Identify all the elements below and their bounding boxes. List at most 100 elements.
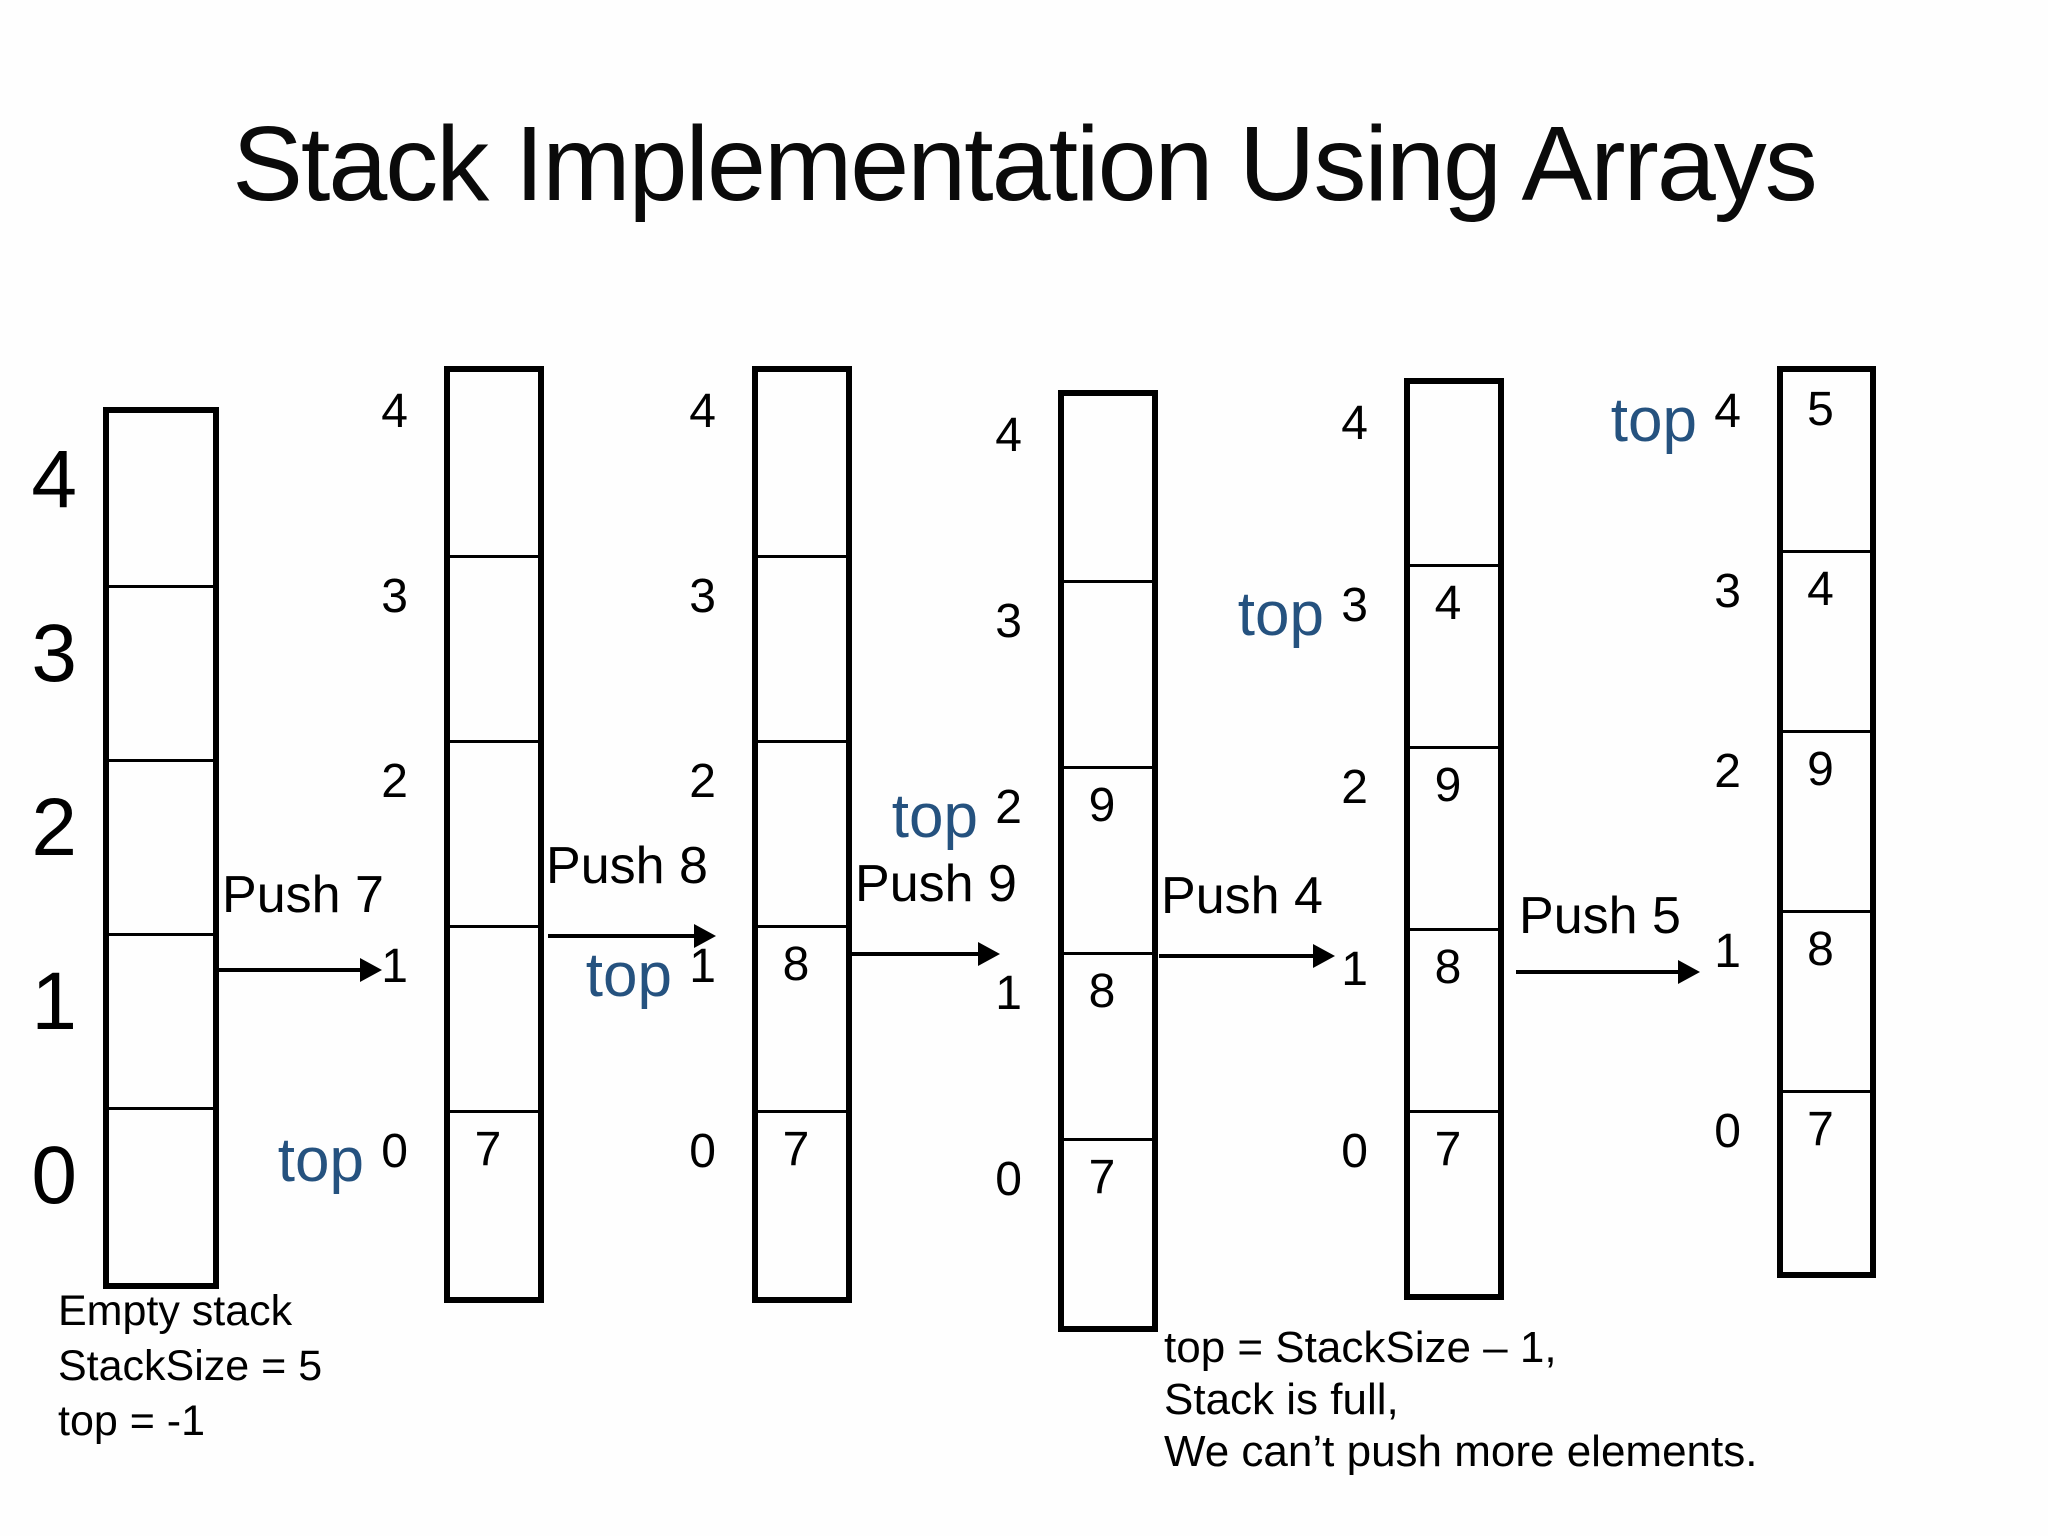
stack-6-cell-divider [1783, 910, 1870, 913]
push-arrow-line-3 [852, 952, 982, 956]
push-arrow-label-1: Push 7 [222, 866, 384, 924]
stack-3-index-label-0: 0 [689, 1125, 716, 1178]
caption-line: top = -1 [58, 1397, 206, 1445]
stack-6-index-label-0: 0 [1714, 1105, 1741, 1158]
push-arrow-label-4: Push 4 [1161, 867, 1323, 925]
push-arrow-label-5: Push 5 [1519, 887, 1681, 945]
caption-line: Stack is full, [1164, 1375, 1399, 1424]
stack-1-index-label-0: 0 [31, 1130, 77, 1221]
push-arrow-line-5 [1516, 970, 1682, 974]
array-stack-5 [1404, 378, 1504, 1300]
stack-6-cell-divider [1783, 730, 1870, 733]
push-arrow-label-3: Push 9 [855, 855, 1017, 913]
caption-line: Empty stack [58, 1287, 293, 1335]
stack-2-index-label-0: 0 [381, 1125, 408, 1178]
stack-5-cell-divider [1410, 1110, 1498, 1113]
stack-3-cell-divider [758, 740, 846, 743]
push-arrow-label-2: Push 8 [546, 837, 708, 895]
caption-line: top = StackSize – 1, [1164, 1323, 1557, 1372]
stack-5-index-label-4: 4 [1341, 397, 1368, 450]
stack-1-index-label-1: 1 [31, 956, 77, 1047]
stack-2-cell-divider [450, 1110, 538, 1113]
stack-3-index-label-2: 2 [689, 755, 716, 808]
stack-4-index-label-0: 0 [995, 1153, 1022, 1206]
stack-6-cell-2-value: 9 [1807, 743, 1834, 796]
slide-title: Stack Implementation Using Arrays [232, 105, 1818, 223]
stack-4-cell-divider [1064, 766, 1152, 769]
array-stack-3 [752, 366, 852, 1303]
stack-5-index-label-2: 2 [1341, 761, 1368, 814]
push-arrow-head-5 [1678, 960, 1700, 984]
stack-4-index-label-4: 4 [995, 409, 1022, 462]
stack-1-index-label-2: 2 [31, 782, 77, 873]
stack-3-index-label-4: 4 [689, 385, 716, 438]
full-stack-caption: top = StackSize – 1, Stack is full, We c… [1164, 1326, 1757, 1482]
stack-4-cell-divider [1064, 1138, 1152, 1141]
stack-6-cell-3-value: 4 [1807, 563, 1834, 616]
push-arrow-line-2 [548, 934, 698, 938]
stack-4-index-label-3: 3 [995, 595, 1022, 648]
stack-1-index-label-3: 3 [31, 608, 77, 699]
push-arrow-head-1 [360, 958, 382, 982]
stack-2-cell-divider [450, 740, 538, 743]
stack-5-cell-0-value: 7 [1434, 1123, 1462, 1176]
stack-2-index-label-3: 3 [381, 570, 408, 623]
push-arrow-head-2 [694, 924, 716, 948]
stack-6-index-label-2: 2 [1714, 745, 1741, 798]
stack-2-index-label-2: 2 [381, 755, 408, 808]
stack-3-cell-0-value: 7 [782, 1123, 810, 1176]
stack-2-cell-0-value: 7 [474, 1123, 502, 1176]
stack-6-index-label-1: 1 [1714, 925, 1741, 978]
stack-2-index-label-4: 4 [381, 385, 408, 438]
stack-5-index-label-1: 1 [1341, 943, 1368, 996]
array-stack-1 [103, 407, 219, 1289]
stack-4-cell-2-value: 9 [1088, 779, 1116, 832]
stack-5-cell-3-value: 4 [1434, 577, 1462, 630]
stack-3-index-label-3: 3 [689, 570, 716, 623]
stack-4-index-label-1: 1 [995, 967, 1022, 1020]
stack-2-cell-divider [450, 925, 538, 928]
push-arrow-line-4 [1159, 954, 1317, 958]
stack-5-cell-2-value: 9 [1434, 759, 1462, 812]
stack-6-cell-0-value: 7 [1807, 1103, 1834, 1156]
stack-1-cell-divider [109, 933, 213, 936]
stack-6-index-label-3: 3 [1714, 565, 1741, 618]
array-stack-2 [444, 366, 544, 1303]
stack-4-cell-divider [1064, 580, 1152, 583]
push-arrow-line-1 [217, 968, 364, 972]
stack-1-index-label-4: 4 [31, 434, 77, 525]
caption-line: We can’t push more elements. [1164, 1427, 1758, 1476]
stack-5-index-label-0: 0 [1341, 1125, 1368, 1178]
stack-4-cell-divider [1064, 952, 1152, 955]
push-arrow-head-3 [978, 942, 1000, 966]
stack-1-cell-divider [109, 1107, 213, 1110]
stack-6-index-label-4: 4 [1714, 385, 1741, 438]
stack-4-index-label-2: 2 [995, 781, 1022, 834]
stack-3-index-label-1: 1 [689, 940, 716, 993]
stack-5-cell-1-value: 8 [1434, 941, 1462, 994]
top-pointer-stack-4: top [891, 782, 978, 851]
caption-line: StackSize = 5 [58, 1342, 323, 1390]
top-pointer-stack-6: top [1610, 386, 1697, 455]
top-pointer-stack-2: top [277, 1126, 364, 1195]
stack-3-cell-divider [758, 925, 846, 928]
stack-6-cell-divider [1783, 550, 1870, 553]
stack-5-cell-divider [1410, 928, 1498, 931]
top-pointer-stack-5: top [1237, 580, 1324, 649]
stack-5-cell-divider [1410, 746, 1498, 749]
array-stack-4 [1058, 390, 1158, 1332]
empty-stack-caption: Empty stack StackSize = 5 top = -1 [58, 1290, 322, 1455]
stack-6-cell-1-value: 8 [1807, 923, 1834, 976]
stack-1-cell-divider [109, 759, 213, 762]
stack-3-cell-1-value: 8 [782, 938, 810, 991]
stack-6-cell-divider [1783, 1090, 1870, 1093]
push-arrow-head-4 [1313, 944, 1335, 968]
stack-4-cell-0-value: 7 [1088, 1151, 1116, 1204]
array-stack-6 [1777, 366, 1876, 1278]
stack-2-cell-divider [450, 555, 538, 558]
stack-2-index-label-1: 1 [381, 940, 408, 993]
stack-4-cell-1-value: 8 [1088, 965, 1116, 1018]
stack-3-cell-divider [758, 555, 846, 558]
stack-6-cell-4-value: 5 [1807, 383, 1834, 436]
